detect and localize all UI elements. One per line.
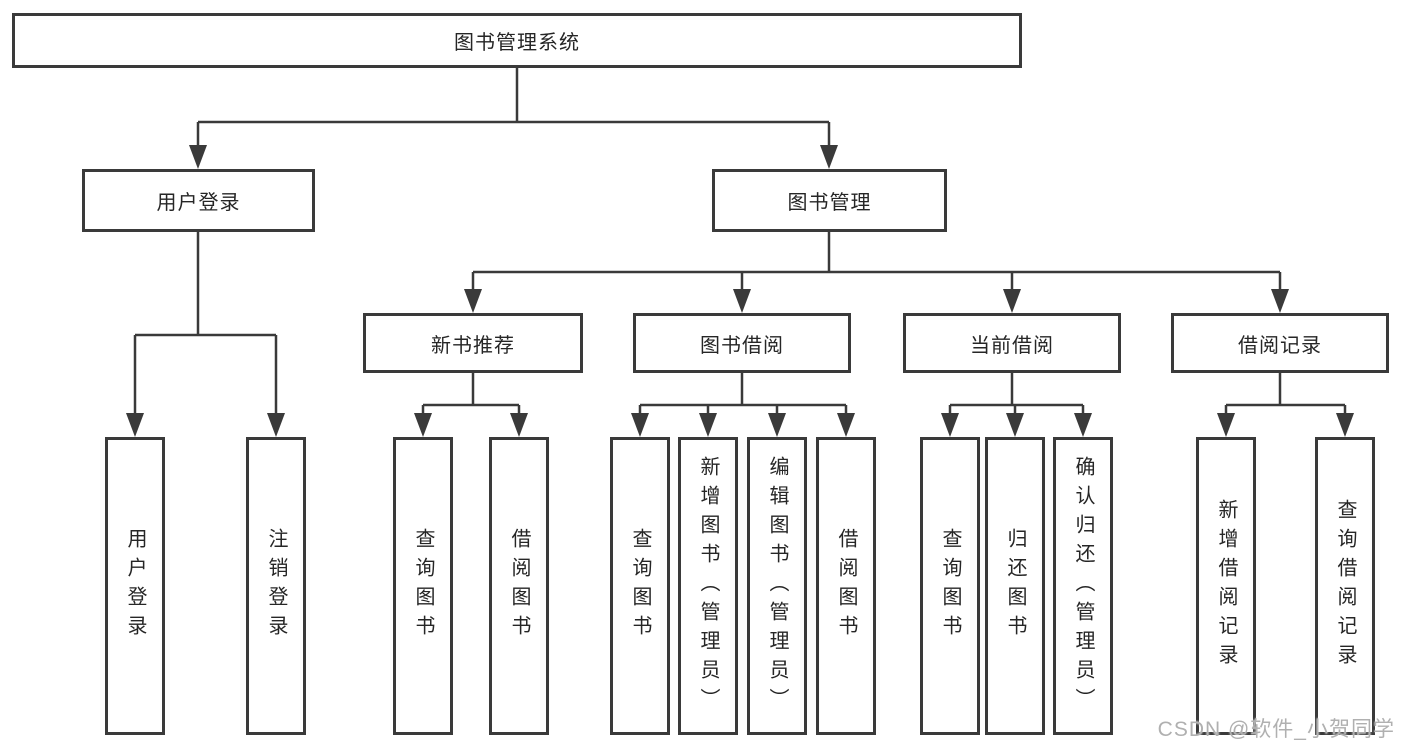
node-label: 用户登录 [124,528,146,644]
connector-user-login-to-leaves [133,232,278,418]
leaf-query-books-borrowing: 查询图书 [610,437,670,735]
leaf-query-borrow-record: 查询借阅记录 [1315,437,1375,735]
leaf-logout-login: 注销登录 [246,437,306,735]
node-label: 新增借阅记录 [1215,499,1237,673]
leaf-add-borrow-record: 新增借阅记录 [1196,437,1256,735]
leaf-confirm-return-admin: 确认归还（管理员） [1053,437,1113,735]
node-label: 图书借阅 [700,334,784,357]
node-label: 归还图书 [1004,528,1026,644]
node-label: 确认归还（管理员） [1072,455,1094,717]
node-borrowing-records: 借阅记录 [1171,313,1389,373]
node-label: 注销登录 [265,528,287,644]
leaf-add-books-admin: 新增图书（管理员） [678,437,738,735]
node-library-management-system: 图书管理系统 [12,13,1022,68]
leaf-user-login: 用户登录 [105,437,165,735]
node-label: 新书推荐 [431,334,515,357]
leaf-query-books-recommend: 查询图书 [393,437,453,735]
node-book-management: 图书管理 [712,169,947,232]
node-label: 新增图书（管理员） [697,455,719,717]
node-label: 借阅图书 [508,528,530,644]
leaf-query-books-current: 查询图书 [920,437,980,735]
connector-new-book-to-leaves [421,373,521,418]
connector-current-borrow-to-leaves [948,373,1085,418]
connector-book-mgmt-to-level3 [471,232,1282,294]
node-label: 查询图书 [412,528,434,644]
node-book-borrowing: 图书借阅 [633,313,851,373]
node-label: 用户登录 [156,192,241,214]
node-label: 借阅图书 [835,528,857,644]
node-label: 当前借阅 [970,334,1054,357]
node-new-book-recommend: 新书推荐 [363,313,583,373]
node-label: 编辑图书（管理员） [766,455,788,717]
node-label: 查询借阅记录 [1334,499,1356,673]
node-label: 查询图书 [939,528,961,644]
connector-borrow-records-to-leaves [1224,373,1347,418]
node-label: 借阅记录 [1238,334,1322,357]
node-current-borrowing: 当前借阅 [903,313,1121,373]
leaf-return-books: 归还图书 [985,437,1045,735]
node-label: 图书管理系统 [454,32,580,54]
csdn-watermark: CSDN @软件_小贺同学 [1157,718,1395,741]
node-label: 图书管理 [787,192,872,214]
connector-root-to-level2 [196,68,831,150]
node-label: 查询图书 [629,528,651,644]
connector-book-borrow-to-leaves [638,373,848,418]
leaf-edit-books-admin: 编辑图书（管理员） [747,437,807,735]
leaf-borrow-books: 借阅图书 [816,437,876,735]
leaf-borrow-books-recommend: 借阅图书 [489,437,549,735]
node-user-login: 用户登录 [82,169,315,232]
